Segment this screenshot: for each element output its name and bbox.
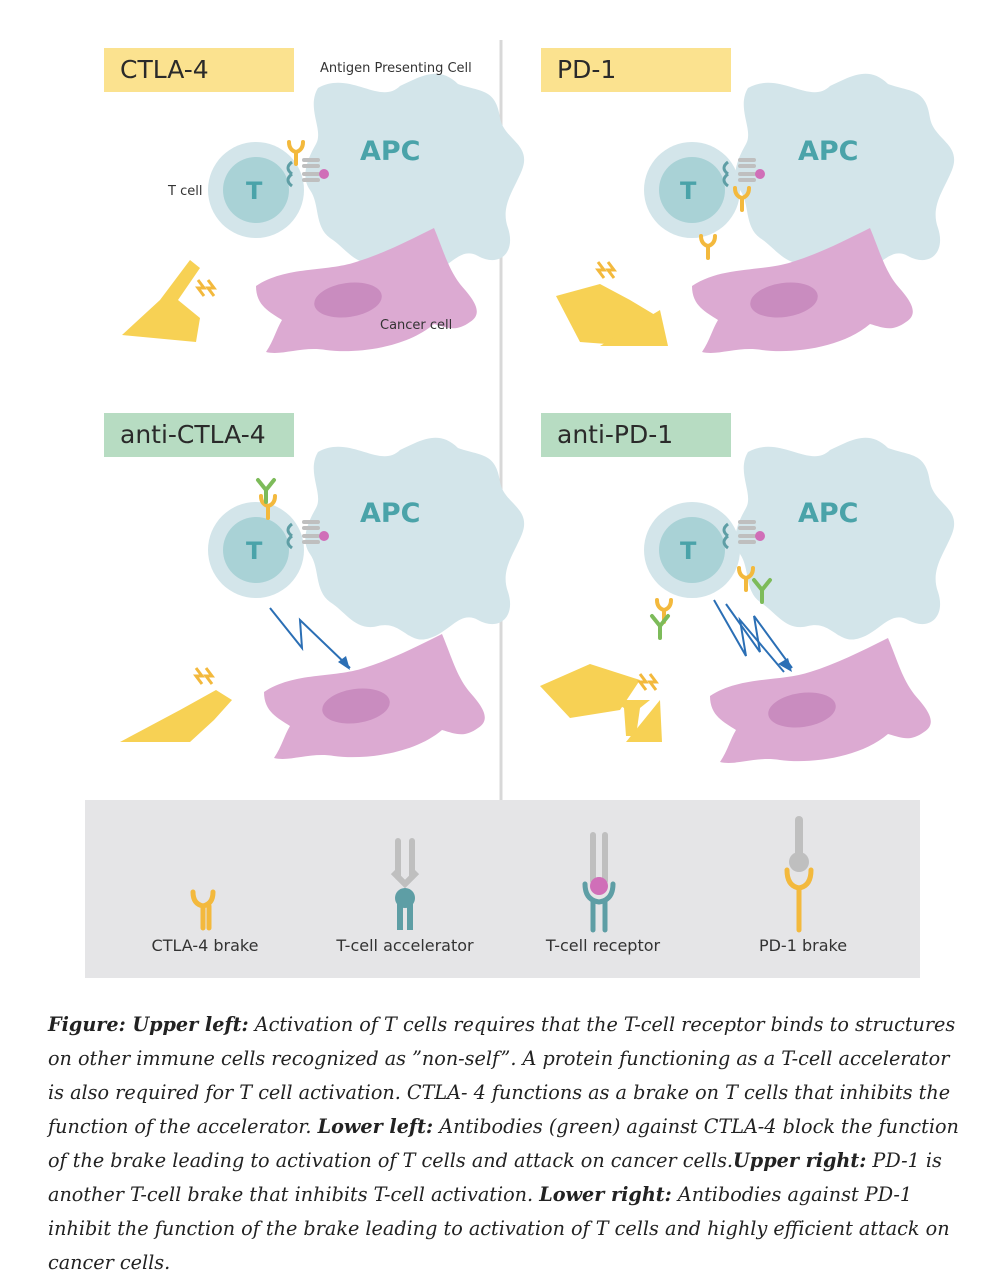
attack-arrow-head	[338, 656, 350, 670]
ctla4-brake-icon	[190, 889, 216, 931]
t-cell-text: T	[680, 537, 697, 565]
panel-ctla4-graphics: APC T	[122, 73, 525, 353]
legend-label-ctla4-brake: CTLA-4 brake	[151, 936, 259, 955]
accelerator-pedal	[540, 664, 640, 718]
cancer-cell-annotation: Cancer cell	[380, 318, 453, 333]
panel-label-anti-ctla4: anti-CTLA-4	[104, 413, 294, 457]
cancer-cell	[264, 634, 485, 759]
caption-upper-left-heading: Figure: Upper left:	[48, 1013, 249, 1036]
figure-caption: Figure: Upper left: Activation of T cell…	[48, 1008, 968, 1280]
apc-cell	[305, 437, 525, 640]
pd1-brake-icon	[784, 816, 814, 933]
spark-marker	[596, 260, 616, 280]
brake-pedal-block	[600, 310, 668, 346]
apc-cell-text: APC	[798, 136, 859, 167]
legend-label-pd1-brake: PD-1 brake	[758, 936, 848, 955]
figure-graphics: APC T APC T APC T	[120, 40, 955, 800]
spark-marker	[638, 672, 658, 692]
caption-upper-right-text: PD-1 is another T-cell brake that inhibi…	[48, 1149, 942, 1206]
tcell-receptor-icon	[582, 832, 616, 933]
brake-block	[610, 700, 650, 736]
accelerator-pedal	[120, 690, 232, 742]
apc-cell-text: APC	[798, 498, 859, 529]
panel-anti-pd1-graphics: APC T	[540, 437, 955, 763]
caption-upper-right-heading: Upper right:	[733, 1149, 867, 1172]
pedal-wedge	[626, 700, 662, 742]
caption-upper-left-text: Activation of T cells requires that the …	[48, 1013, 956, 1138]
t-cell-annotation: T cell	[168, 184, 203, 199]
spark-marker	[194, 666, 214, 686]
caption-lower-right-heading: Lower right:	[539, 1183, 672, 1206]
tcell-accelerator-icon	[390, 838, 420, 930]
caption-lower-left-text: Antibodies (green) against CTLA-4 block …	[48, 1115, 959, 1172]
legend-graphics	[190, 816, 814, 933]
apc-cell-text: APC	[360, 498, 421, 529]
legend: CTLA-4 brake T-cell accelerator T-cell r…	[85, 800, 920, 978]
antibody-marker	[650, 614, 670, 640]
accelerator-pedal	[122, 260, 200, 342]
panel-pd1-graphics: APC T	[556, 73, 955, 353]
apc-cell-text: APC	[360, 136, 421, 167]
legend-label-tcell-receptor: T-cell receptor	[545, 936, 661, 955]
caption-lower-left-heading: Lower left:	[317, 1115, 434, 1138]
panel-label-anti-pd1: anti-PD-1	[541, 413, 731, 457]
attack-arrow	[269, 607, 351, 669]
spark-marker	[196, 278, 216, 298]
immune-checkpoint-figure: APC T APC T APC T	[104, 40, 955, 800]
t-cell-text: T	[246, 177, 263, 205]
panel-anti-ctla4-graphics: APC T	[120, 437, 525, 759]
panel-label-pd1: PD-1	[541, 48, 731, 92]
attack-arrow	[713, 599, 785, 673]
t-cell-text: T	[680, 177, 697, 205]
attack-arrow	[725, 603, 793, 669]
legend-label-tcell-accelerator: T-cell accelerator	[336, 936, 474, 955]
pd1-brake-marker	[699, 234, 717, 260]
apc-cell	[735, 437, 955, 640]
t-cell-text: T	[246, 537, 263, 565]
apc-annotation: Antigen Presenting Cell	[320, 61, 472, 76]
attack-arrow-head	[778, 658, 792, 672]
panel-label-ctla4: CTLA-4	[104, 48, 294, 92]
cancer-cell	[710, 638, 931, 763]
